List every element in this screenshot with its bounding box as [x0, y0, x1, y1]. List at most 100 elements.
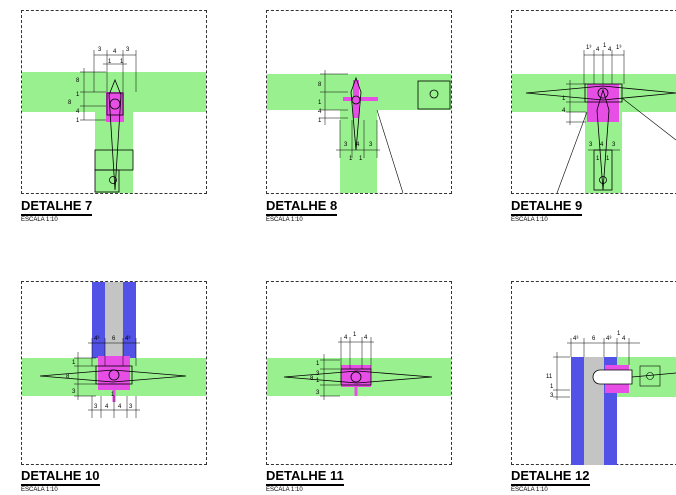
dimension-lines: [74, 338, 140, 418]
dimension-lines: [566, 50, 625, 151]
bar-end-hook: [592, 369, 633, 385]
column-core: [105, 282, 123, 358]
dim-label: 3: [98, 47, 102, 53]
dim-label: 3: [72, 389, 76, 395]
dim-label: 4: [76, 109, 80, 115]
dim-label: 3: [316, 371, 320, 377]
dim-label: 8: [310, 376, 314, 382]
dim-label: 11: [546, 374, 553, 380]
node-plate: [341, 365, 371, 387]
detail-scale: ESCALA 1:10: [511, 486, 548, 493]
dim-label: 1: [617, 331, 621, 337]
dim-label: 1: [359, 156, 363, 162]
dimension-lines: [320, 70, 380, 158]
title-underline: [266, 214, 338, 216]
dim-label: 4: [364, 335, 368, 341]
dim-label: 4: [356, 142, 360, 148]
dim-label: 4: [562, 108, 566, 114]
dim-label: 3: [369, 142, 373, 148]
dim-label: 8: [76, 78, 80, 84]
detail-title: DETALHE 11: [266, 468, 344, 483]
detail-9-frame: [511, 10, 676, 194]
bolt-icon: [646, 372, 654, 380]
dimension-labels: 8 1 4 1 3 4 3 1 1: [318, 82, 373, 162]
dim-label: 3: [129, 404, 133, 410]
dim-label: 1: [353, 332, 357, 338]
dim-label: 8: [66, 374, 70, 380]
detail-8-frame: [266, 10, 452, 194]
dim-label: 1³: [616, 45, 621, 51]
dim-label: 4: [118, 404, 122, 410]
dim-label: 3: [612, 142, 616, 148]
dim-label: 1³: [586, 45, 591, 51]
bolt-icon: [109, 98, 121, 110]
title-underline: [511, 214, 583, 216]
detail-11-frame: [266, 281, 452, 465]
diagonal-bar: [108, 78, 122, 191]
dim-label: 1: [606, 156, 610, 162]
title-underline: [511, 484, 590, 486]
horizontal-bar: [283, 370, 433, 384]
dim-label: 4: [113, 49, 117, 55]
dim-label: 4³: [125, 336, 130, 342]
dim-label: 4³: [573, 336, 578, 342]
dim-label: 4: [596, 47, 600, 53]
detail-scale: ESCALA 1:10: [266, 216, 303, 223]
bolt-icon: [597, 87, 609, 99]
dim-label: 4: [622, 336, 626, 342]
detail-10-frame: [21, 281, 207, 465]
detail-title: DETALHE 10: [21, 468, 100, 483]
dim-label: 4³: [606, 336, 611, 342]
dim-label: 1: [108, 59, 112, 65]
detail-scale: ESCALA 1:10: [21, 216, 58, 223]
detail-title: DETALHE 7: [21, 198, 93, 213]
dimension-lines: [80, 50, 137, 121]
dimension-lines: [553, 338, 640, 400]
dim-label: 4: [344, 335, 348, 341]
detail-title: DETALHE 12: [511, 468, 590, 483]
detail-scale: ESCALA 1:10: [21, 486, 58, 493]
dim-label: 1: [111, 392, 115, 398]
dim-label: 1: [550, 384, 554, 390]
dim-label: 1: [72, 360, 76, 366]
dim-label: 1: [318, 100, 322, 106]
dimension-labels: 4 1 4 1 3 1 8 3: [310, 332, 368, 396]
dim-label: 1: [562, 96, 566, 102]
dim-label: 4³: [94, 336, 99, 342]
detail-title: DETALHE 8: [266, 198, 338, 213]
dim-label: 1: [76, 118, 80, 124]
detail-7-frame: [21, 10, 207, 194]
dim-label: 8: [68, 100, 72, 106]
dim-label: 3: [94, 404, 98, 410]
bolt-icon: [351, 95, 361, 105]
dim-label: 1: [76, 92, 80, 98]
detail-scale: ESCALA 1:10: [266, 486, 303, 493]
detail-title: DETALHE 9: [511, 198, 583, 213]
dim-label: 4: [105, 404, 109, 410]
dimension-labels: 1³ 4 1 4 1³ 1 4 3 4 3 1 1: [562, 43, 621, 162]
dim-label: 4: [318, 109, 322, 115]
dimension-labels: 3 4 3 1 1 8 1 8 4 1: [68, 47, 130, 124]
dim-label: 8: [318, 82, 322, 88]
dimension-lines: [320, 337, 374, 400]
dim-label: 1: [120, 59, 124, 65]
dim-label: 1: [603, 43, 607, 49]
dim-label: 3: [550, 393, 554, 399]
horizontal-bar: [39, 369, 187, 383]
detail-scale: ESCALA 1:10: [511, 216, 548, 223]
bolt-icon: [350, 371, 362, 383]
dim-label: 6: [112, 336, 116, 342]
dim-label: 3: [589, 142, 593, 148]
title-underline: [266, 484, 344, 486]
dim-label: 1: [318, 118, 322, 124]
title-underline: [21, 484, 100, 486]
dim-label: 1: [596, 156, 600, 162]
dim-label: 1: [316, 361, 320, 367]
horizontal-bar: [525, 85, 676, 101]
dim-label: 3: [344, 142, 348, 148]
